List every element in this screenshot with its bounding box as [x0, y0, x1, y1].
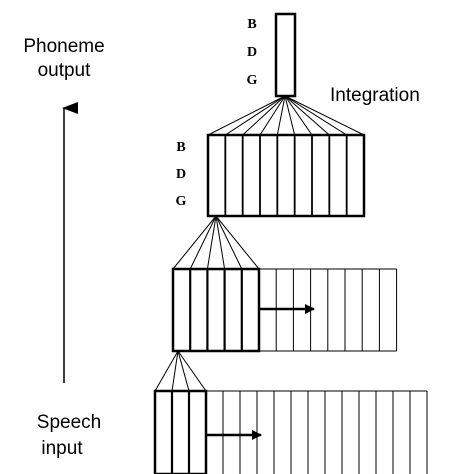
- input-to-hidden1-connection: [171, 350, 179, 392]
- input-to-hidden1-connections: [154, 350, 207, 392]
- integration-connection: [284, 95, 296, 136]
- phoneme-output-label-line2: output: [38, 60, 92, 81]
- hidden2-class-b: B: [176, 140, 185, 155]
- hidden1-to-hidden2-connection: [189, 215, 217, 270]
- hidden1-to-hidden2-connection: [172, 215, 217, 270]
- hidden2-class-g: G: [176, 194, 187, 209]
- input-layer-window: [153, 389, 208, 474]
- hidden1-to-hidden2-connections: [172, 215, 260, 270]
- hidden1-to-hidden2-connection: [215, 215, 226, 270]
- input-to-hidden1-connection: [177, 350, 190, 392]
- output-class-d: D: [247, 45, 257, 60]
- integration-connections: [207, 95, 365, 136]
- integration-connection: [284, 95, 347, 136]
- output-class-b: B: [247, 17, 256, 32]
- integration-connection: [284, 95, 313, 136]
- hidden1-to-hidden2-connection: [215, 215, 243, 270]
- phoneme-output-label-line1: Phoneme: [23, 36, 104, 57]
- hidden2-class-d: D: [176, 167, 186, 182]
- hidden1-to-hidden2-connection: [215, 215, 260, 270]
- hidden-layer-1-window: [171, 267, 261, 353]
- input-to-hidden1-connection: [177, 350, 207, 392]
- integration-connection: [284, 95, 365, 136]
- speech-input-label-line2: input: [41, 438, 83, 459]
- input-to-hidden1-connection: [154, 350, 179, 392]
- integration-connection: [276, 95, 286, 136]
- output-layer-unit: [274, 12, 297, 98]
- integration-label: Integration: [330, 85, 420, 106]
- integration-connection: [259, 95, 286, 136]
- hidden1-to-hidden2-connection: [206, 215, 217, 270]
- speech-input-label-line1: Speech: [37, 412, 101, 433]
- integration-connection: [284, 95, 330, 136]
- input-layer-strip: [154, 390, 428, 474]
- hidden-layer-2-units: [224, 135, 348, 216]
- output-class-g: G: [247, 73, 258, 88]
- integration-connection: [207, 95, 286, 136]
- integration-connection: [225, 95, 286, 136]
- integration-connection: [242, 95, 286, 136]
- hidden-layer-1-window-units: [189, 269, 243, 351]
- input-layer-window-units: [170, 391, 191, 474]
- hidden-layer-2-frame: [206, 133, 366, 218]
